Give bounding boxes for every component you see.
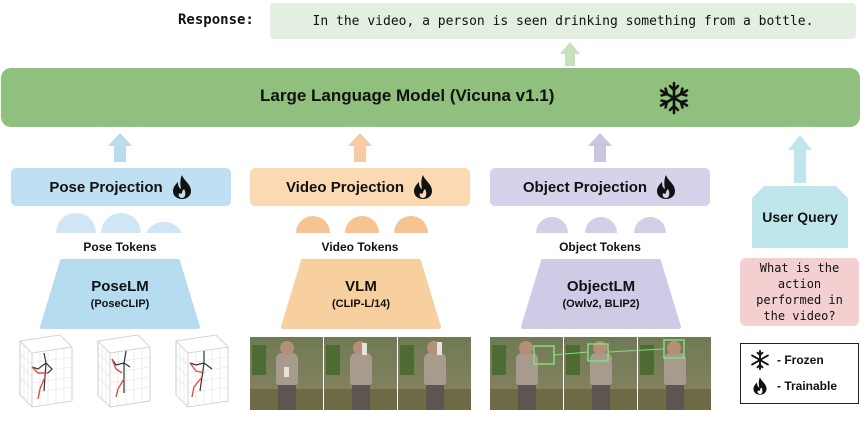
video-frame-3 (398, 337, 471, 410)
pose-skeleton-frames (19, 334, 229, 408)
flame-icon (657, 175, 676, 199)
legend-frozen: - Frozen (749, 349, 824, 371)
video-tokens-label: Video Tokens (321, 240, 399, 254)
poselm-title: PoseLM (91, 278, 149, 295)
video-token (394, 216, 428, 233)
pose-frame-3 (175, 334, 229, 408)
video-projection-label: Video Projection (285, 178, 405, 196)
object-projection-label: Object Projection (522, 178, 648, 196)
object-frame-3 (638, 337, 711, 410)
flame-icon (414, 175, 433, 199)
legend-frozen-label: - Frozen (777, 353, 824, 367)
video-frame-2 (324, 337, 397, 410)
poselm-subtitle: (PoseCLIP) (90, 298, 150, 310)
video-arrow (348, 133, 372, 162)
legend-trainable: - Trainable (749, 376, 837, 396)
flame-icon (172, 175, 191, 199)
vlm-subtitle: (CLIP-L/14) (331, 298, 391, 310)
pose-projection-box: Pose Projection (11, 168, 231, 206)
video-tokens (296, 216, 428, 233)
object-tokens (536, 217, 666, 233)
legend: - Frozen - Trainable (740, 343, 859, 404)
snowflake-icon (659, 81, 689, 115)
response-text: In the video, a person is seen drinking … (312, 13, 814, 29)
vlm-encoder-shape (281, 259, 441, 329)
llm-block (1, 68, 860, 127)
video-frames (250, 337, 471, 410)
object-token (536, 217, 568, 233)
pose-projection-label: Pose Projection (49, 178, 163, 196)
object-token (585, 217, 617, 233)
pose-tokens-label: Pose Tokens (83, 240, 157, 254)
snowflake-icon (751, 349, 769, 371)
pose-token (101, 213, 141, 233)
object-frames (490, 337, 711, 410)
objectlm-title: ObjectLM (566, 278, 636, 295)
object-frame-1 (490, 337, 563, 410)
response-text-box: In the video, a person is seen drinking … (270, 3, 856, 39)
object-projection-box: Object Projection (490, 168, 710, 206)
pose-arrow (108, 133, 132, 162)
user-question: What is the action performed in the vide… (756, 261, 843, 323)
video-token (345, 216, 379, 233)
video-projection-box: Video Projection (250, 168, 470, 206)
object-track-line (553, 351, 589, 356)
vlm-title: VLM (345, 278, 377, 295)
user-query-label: User Query (762, 209, 838, 225)
pose-token (146, 221, 182, 233)
pose-tokens (56, 213, 182, 233)
user-question-box: What is the action performed in the vide… (740, 258, 859, 326)
object-track-line (607, 348, 665, 353)
pose-token (56, 213, 96, 233)
pose-frame-2 (97, 334, 151, 408)
poselm-encoder-shape (40, 259, 200, 329)
response-label: Response: (178, 12, 254, 28)
pose-frame-1 (19, 334, 73, 408)
llm-title: Large Language Model (Vicuna v1.1) (260, 86, 555, 105)
object-arrow (588, 133, 612, 162)
video-frame-1 (250, 337, 323, 410)
objectlm-subtitle: (Owlv2, BLIP2) (562, 298, 640, 310)
video-token (296, 216, 330, 233)
legend-trainable-label: - Trainable (777, 379, 838, 393)
object-frame-2 (564, 337, 637, 410)
object-token (634, 217, 666, 233)
user-query-shape (752, 186, 848, 248)
query-arrow (788, 135, 812, 183)
object-tokens-label: Object Tokens (559, 240, 641, 254)
flame-icon (753, 377, 767, 395)
objectlm-encoder-shape (521, 259, 681, 329)
response-arrow (560, 42, 580, 66)
